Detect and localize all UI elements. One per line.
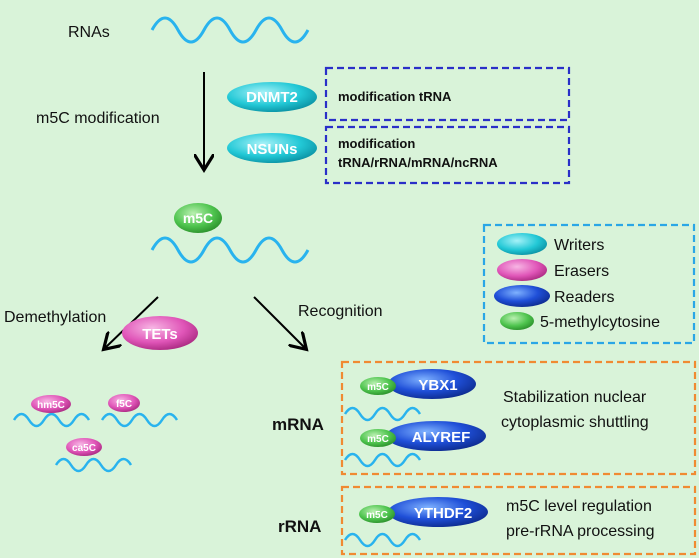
recognition-label: Recognition: [298, 303, 383, 320]
hm5c-label: hm5C: [37, 400, 65, 411]
legend-m5c-label: 5-methylcytosine: [540, 314, 660, 331]
rna-wave-alyref: [343, 452, 422, 468]
dnmt2-desc-box: [324, 66, 571, 122]
alyref-m5c-label: m5C: [367, 434, 389, 445]
legend-writers-swatch: [497, 233, 547, 255]
nsuns-label: NSUNs: [247, 141, 298, 158]
rna-wave-ca5c: [54, 457, 133, 473]
nsuns-desc-box: [324, 125, 571, 185]
rrna-desc-line2: pre-rRNA processing: [506, 523, 655, 540]
legend-box: [482, 223, 696, 345]
legend-m5c-swatch: [500, 312, 534, 330]
rna-wave-ybx1: [343, 406, 422, 422]
nsuns-writer: [227, 133, 317, 163]
legend-erasers-swatch: [497, 259, 547, 281]
mrna-desc-line1: Stabilization nuclear: [503, 389, 647, 406]
mrna-desc-line2: cytoplasmic shuttling: [501, 414, 649, 431]
rna-wave-center: [150, 236, 310, 264]
m5c-badge: [174, 203, 222, 233]
ybx1-reader: [388, 369, 476, 399]
ybx1-label: YBX1: [418, 377, 457, 394]
legend-readers-label: Readers: [554, 289, 614, 306]
ythdf2-m5c-label: m5C: [366, 510, 388, 521]
demethylation-label: Demethylation: [4, 309, 106, 326]
nsuns-desc-line1: modification: [338, 136, 415, 151]
ybx1-m5c-label: m5C: [367, 382, 389, 393]
rrna-readers-box: [340, 485, 697, 556]
rna-wave-ythdf2: [343, 532, 422, 548]
recognition-arrow: [253, 296, 305, 348]
legend-readers-swatch: [494, 285, 550, 307]
f5c-product: [108, 394, 140, 412]
tets-eraser: [122, 316, 198, 350]
mrna-readers-box: [340, 360, 697, 476]
ythdf2-reader: [388, 497, 488, 527]
rnas-label: RNAs: [68, 24, 110, 41]
ybx1-m5c-tag: [360, 377, 396, 395]
nsuns-desc-line2: tRNA/rRNA/mRNA/ncRNA: [338, 155, 498, 170]
rna-wave-top: [150, 16, 310, 44]
rrna-label: rRNA: [278, 517, 321, 536]
f5c-label: f5C: [116, 399, 132, 410]
rna-wave-f5c: [100, 412, 179, 428]
m5c-modification-label: m5C modification: [36, 110, 160, 127]
alyref-label: ALYREF: [412, 429, 471, 446]
legend-erasers-label: Erasers: [554, 263, 609, 280]
alyref-reader: [386, 421, 486, 451]
ca5c-product: [66, 438, 102, 456]
rna-wave-hm5c: [12, 412, 91, 428]
m5c-badge-label: m5C: [183, 210, 213, 226]
ca5c-label: ca5C: [72, 443, 96, 454]
tets-label: TETs: [142, 326, 178, 343]
hm5c-product: [31, 395, 71, 413]
dnmt2-writer: [227, 82, 317, 112]
dnmt2-label: DNMT2: [246, 89, 298, 106]
dnmt2-desc: modification tRNA: [338, 89, 452, 104]
mrna-label: mRNA: [272, 415, 324, 434]
alyref-m5c-tag: [360, 429, 396, 447]
rrna-desc-line1: m5C level regulation: [506, 498, 652, 515]
ythdf2-m5c-tag: [359, 505, 395, 523]
legend-writers-label: Writers: [554, 237, 604, 254]
ythdf2-label: YTHDF2: [414, 505, 472, 522]
